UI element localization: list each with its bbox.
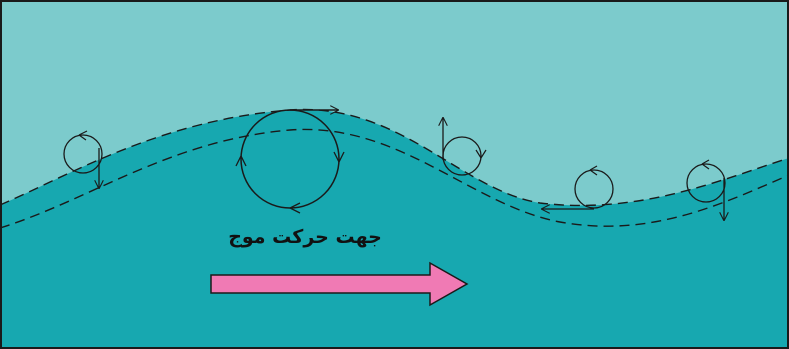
- wave-direction-label: جهت حرکت موج: [190, 226, 420, 248]
